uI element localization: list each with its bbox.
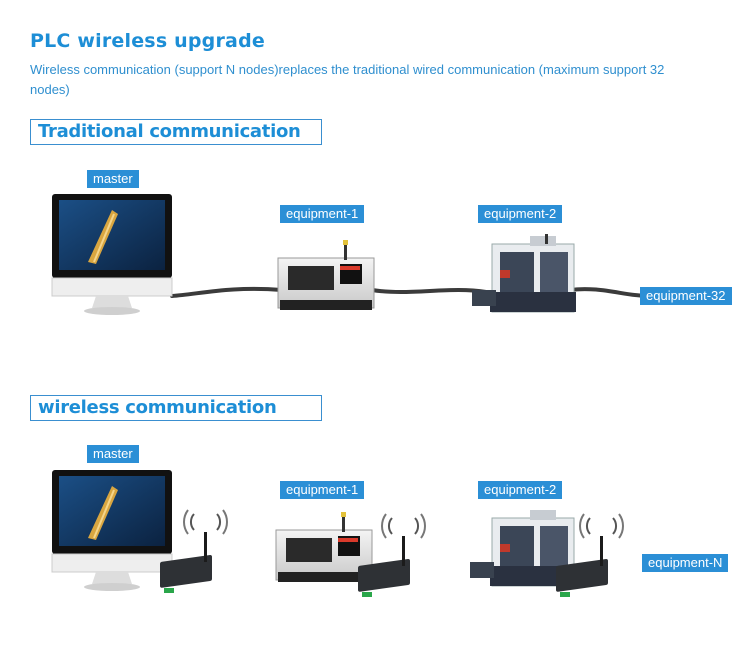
equipment-machining-center-icon — [472, 234, 576, 313]
wireless-module-icon — [160, 509, 228, 593]
label-equipment-2: equipment-2 — [478, 205, 563, 223]
page-subtitle: Wireless communication (support N nodes)… — [30, 62, 665, 97]
wired-cable — [170, 286, 650, 298]
section-wireless-header: wireless communication — [30, 395, 322, 421]
label-equipment-2: equipment-2 — [478, 481, 563, 499]
label-equipment-1: equipment-1 — [280, 205, 365, 223]
label-master: master — [87, 445, 139, 463]
equipment-machining-center-icon — [470, 510, 576, 587]
label-equipment-32: equipment-32 — [640, 287, 732, 305]
label-master: master — [87, 170, 139, 188]
wireless-module-icon — [358, 513, 426, 597]
wireless-module-icon — [556, 513, 624, 597]
section-traditional-header: Traditional communication — [30, 119, 322, 145]
equipment-lathe-icon — [277, 240, 375, 310]
master-computer-icon — [51, 194, 173, 315]
master-computer-icon — [51, 470, 173, 591]
label-equipment-1: equipment-1 — [280, 481, 365, 499]
section-traditional-title: Traditional communication — [38, 121, 301, 142]
page-title: PLC wireless upgrade — [30, 30, 265, 52]
section-wireless-title: wireless communication — [38, 397, 277, 418]
label-equipment-n: equipment-N — [642, 554, 729, 572]
equipment-lathe-icon — [275, 512, 373, 582]
